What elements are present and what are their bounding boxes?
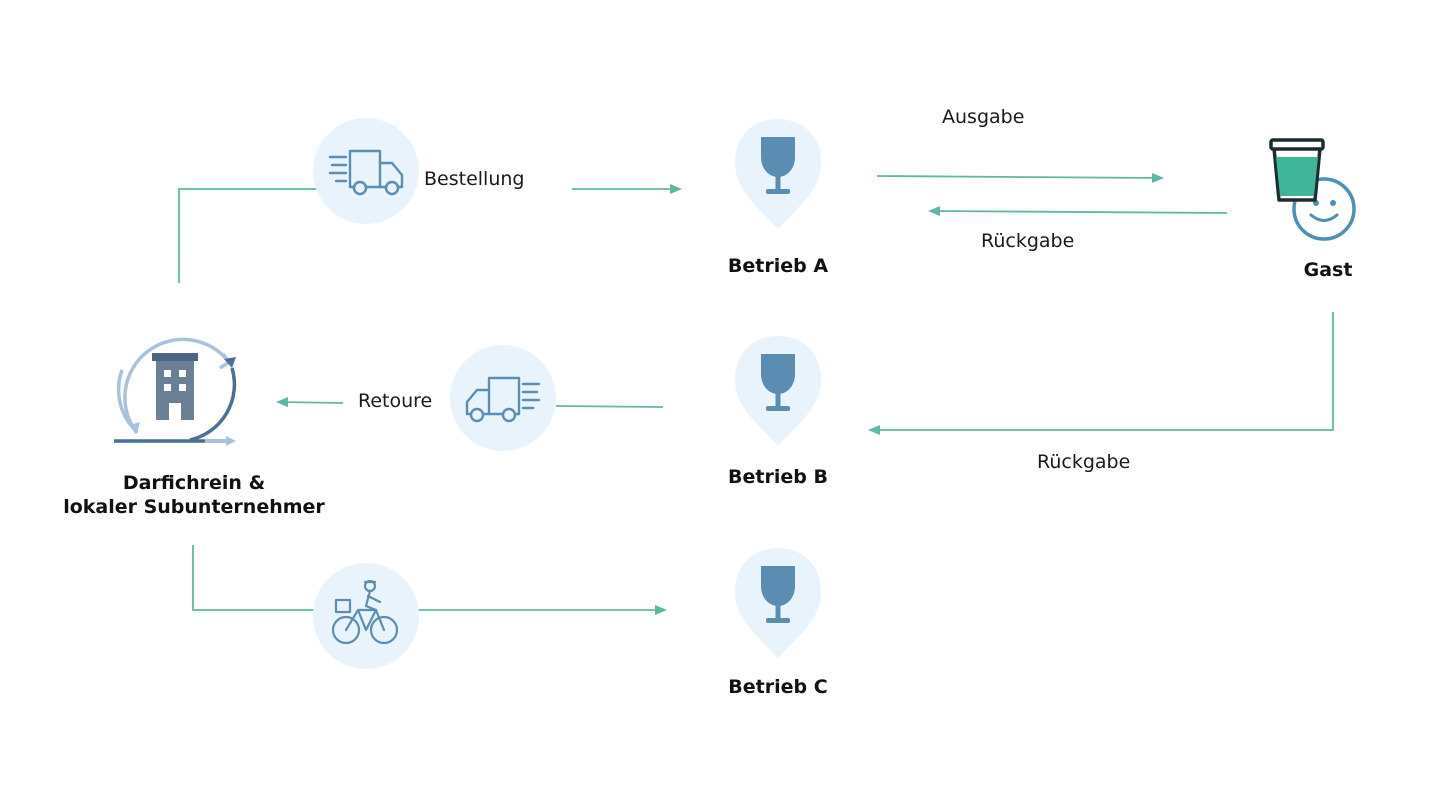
office-building-icon: [114, 337, 237, 446]
betrieb-c-glass-icon: [735, 548, 821, 658]
node-label-betrieb-a: Betrieb A: [727, 255, 829, 277]
return-truck-icon: [450, 345, 556, 451]
node-label-hub: Darfichrein & lokaler Subunternehmer: [54, 472, 334, 518]
cup-with-smiley-icon: [1269, 138, 1356, 241]
edge-rueckgabe-b-line: [868, 312, 1334, 435]
edge-label-rueckgabe-b: Rückgabe: [1037, 451, 1131, 473]
edge-label-ausgabe: Ausgabe: [942, 106, 1025, 128]
node-label-hub-line2: lokaler Subunternehmer: [63, 496, 325, 518]
cargo-bike-courier-icon: [313, 563, 419, 669]
node-label-betrieb-c: Betrieb C: [728, 676, 828, 698]
betrieb-b-glass-icon: [735, 336, 821, 446]
node-label-gast: Gast: [1303, 259, 1353, 281]
delivery-truck-icon: [313, 118, 419, 224]
edge-label-retoure: Retoure: [358, 390, 433, 412]
edge-bike-line: [192, 545, 667, 615]
edge-label-rueckgabe-a: Rückgabe: [981, 230, 1075, 252]
betrieb-a-glass-icon: [735, 119, 821, 229]
node-label-betrieb-b: Betrieb B: [728, 466, 828, 488]
node-label-hub-line1: Darfichrein &: [122, 472, 266, 494]
edge-rueckgabe-a-line: [928, 206, 1228, 217]
edge-bestellung-line: [178, 184, 682, 283]
edge-label-bestellung: Bestellung: [424, 168, 525, 190]
edge-retoure-line: [276, 397, 664, 408]
edge-ausgabe-line: [876, 172, 1164, 183]
